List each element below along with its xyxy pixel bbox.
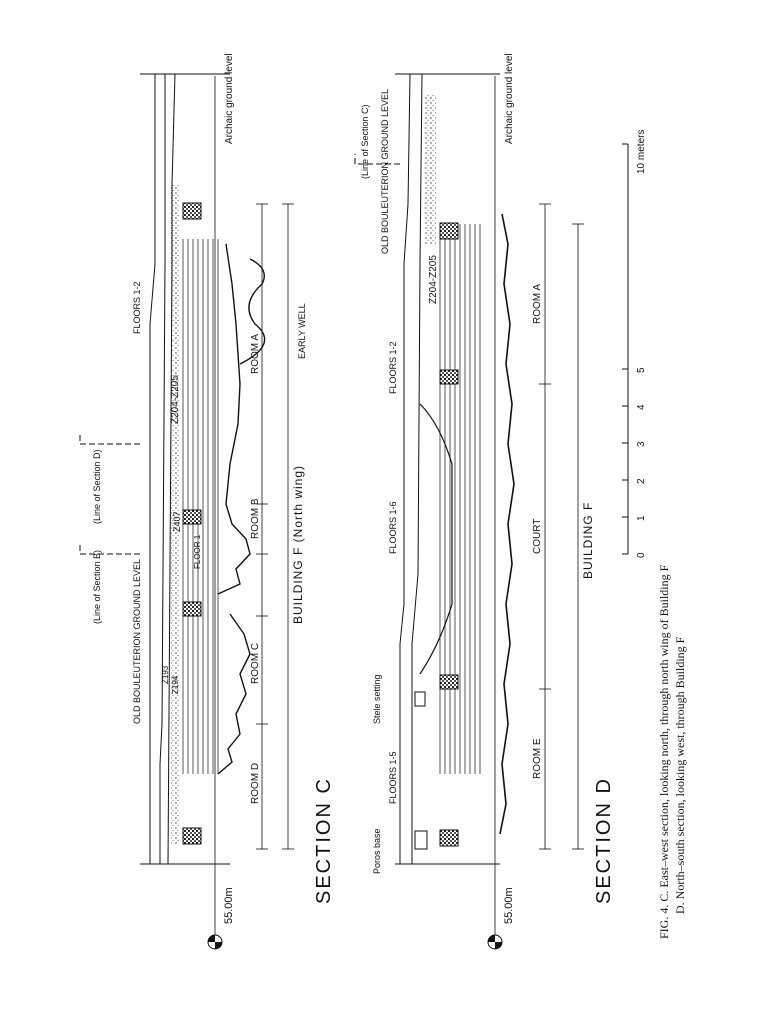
section-d-datum-label: 55.00m <box>503 887 515 924</box>
section-c-floor-layers <box>182 239 219 774</box>
section-c-title: SECTION C <box>313 777 335 904</box>
section-d-benchmark-icon <box>487 934 503 950</box>
section-c-archaic-label: Archaic ground level <box>224 53 235 144</box>
section-c-wall-4 <box>182 202 202 220</box>
section-c-z193-label: Z193 <box>161 665 170 684</box>
section-d-z204-label: Z204-Z205 <box>428 255 439 304</box>
section-d-wall-1 <box>439 829 459 847</box>
section-c-datum-label: 55.00m <box>223 887 235 924</box>
section-d-floors-1-2-label: FLOORS 1-2 <box>388 341 398 394</box>
section-d-drawing <box>354 73 584 944</box>
section-c-wall-1 <box>182 827 202 845</box>
figure-caption-line-1: FIG. 4. C. East–west section, looking no… <box>657 564 671 939</box>
section-d-floor-layers <box>439 224 481 774</box>
scale-tick-1: 1 <box>636 515 647 521</box>
section-d-old-bouleuterion-label: OLD BOULEUTERION GROUND LEVEL <box>380 89 390 254</box>
scale-tick-10: 10 meters <box>636 130 647 174</box>
section-c-line-of-d-label: (Line of Section D) <box>92 449 102 524</box>
section-c-building-dimension-line <box>282 203 294 850</box>
section-c-z407-label: Z407 <box>172 511 182 532</box>
section-d-floors-1-5-label: FLOORS 1-5 <box>388 751 398 804</box>
section-d-court: COURT <box>532 519 543 554</box>
section-d-room-e: ROOM E <box>532 738 543 779</box>
section-c-bedrock-outline <box>217 243 251 775</box>
section-c-line-of-b-marker <box>79 544 140 555</box>
section-c-benchmark-icon <box>207 934 223 950</box>
section-c-wall-2 <box>182 601 202 617</box>
section-c-room-dimension-line <box>256 203 268 850</box>
section-c-room-d: ROOM D <box>250 763 261 804</box>
section-c-drawing <box>79 73 294 944</box>
scale-tick-2: 2 <box>636 478 647 484</box>
section-c-room-c: ROOM C <box>250 643 261 684</box>
section-d-building-dimension-line <box>572 223 584 850</box>
section-c-line-of-d-marker <box>79 434 140 445</box>
section-c-room-a: ROOM A <box>250 334 261 374</box>
section-d-stele-box <box>414 691 426 707</box>
section-d-floors-1-6-label: FLOORS 1-6 <box>388 501 398 554</box>
section-d-room-dimension-line <box>539 203 551 850</box>
section-d-building-label: BUILDING F <box>581 502 595 579</box>
section-d-upper-surface <box>399 73 411 864</box>
section-c-deposit-band <box>171 184 180 844</box>
section-d-wall-4 <box>439 222 459 240</box>
section-d-wall-3 <box>439 369 459 385</box>
section-d-stele-label: Stele setting <box>372 674 382 724</box>
scale-tick-5: 5 <box>636 367 647 373</box>
section-c-upper-surface <box>149 74 156 864</box>
section-d-archaic-label: Archaic ground level <box>504 53 515 144</box>
section-c-line-of-b-label: (Line of Section B) <box>92 550 102 624</box>
section-c-old-bouleuterion-label: OLD BOULEUTERION GROUND LEVEL <box>132 559 142 724</box>
scale-tick-4: 4 <box>636 404 647 410</box>
section-d-line-of-c-marker <box>354 154 400 165</box>
section-d-court-fill <box>419 403 453 675</box>
section-c-z204-label: Z204-Z205 <box>170 375 181 424</box>
figure-caption-line-2: D. North–south section, looking west, th… <box>673 636 687 914</box>
section-d-poros-box <box>414 830 428 850</box>
section-d-room-a: ROOM A <box>532 284 543 324</box>
scale-bar <box>622 143 629 555</box>
section-d-bedrock-outline <box>499 213 515 835</box>
section-c-building-label: BUILDING F (North wing) <box>291 465 305 624</box>
section-c-room-b: ROOM B <box>250 498 261 539</box>
section-c-early-well-label: EARLY WELL <box>297 303 307 359</box>
section-d-wall-2 <box>439 674 459 690</box>
scale-tick-0: 0 <box>636 552 647 558</box>
section-d-line-of-c-label: (Line of Section C) <box>360 104 370 179</box>
section-d-deposit-band <box>424 94 436 244</box>
section-c-wall-3 <box>182 509 202 525</box>
section-c-floors-label: FLOORS 1-2 <box>132 281 142 334</box>
section-c-z194-label: Z194 <box>171 675 180 694</box>
section-d-title: SECTION D <box>593 777 615 904</box>
section-c-early-well-outline <box>239 258 266 365</box>
section-d-poros-label: Poros base <box>372 828 382 874</box>
scale-tick-3: 3 <box>636 441 647 447</box>
section-c-floor1-label: FLOOR 1 <box>193 534 202 569</box>
